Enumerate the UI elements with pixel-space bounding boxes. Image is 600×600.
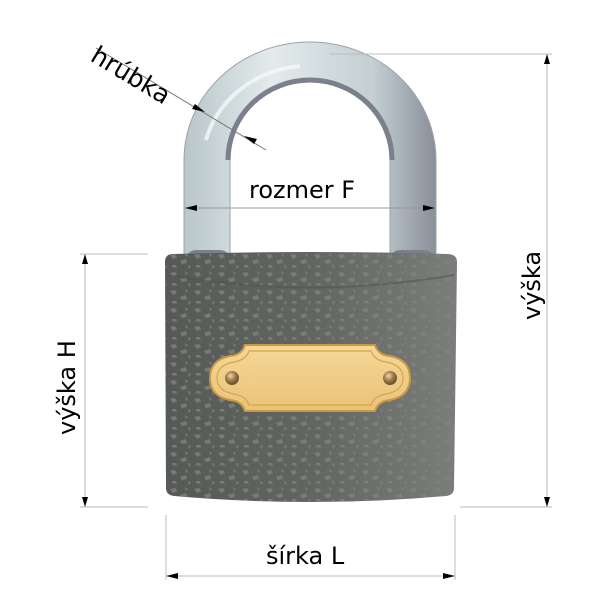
body-height-label: výška H xyxy=(53,340,81,435)
name-plate xyxy=(208,344,412,412)
shackle-width-label: rozmer F xyxy=(249,176,356,204)
shackle xyxy=(183,41,437,272)
rivet-left xyxy=(225,371,239,385)
dimension-lines xyxy=(80,47,552,580)
rivet-right xyxy=(383,371,397,385)
body-width-label: šírka L xyxy=(266,542,345,570)
arrowheads xyxy=(82,54,550,579)
total-height-label: výška xyxy=(518,250,546,320)
thickness-line xyxy=(95,47,267,151)
